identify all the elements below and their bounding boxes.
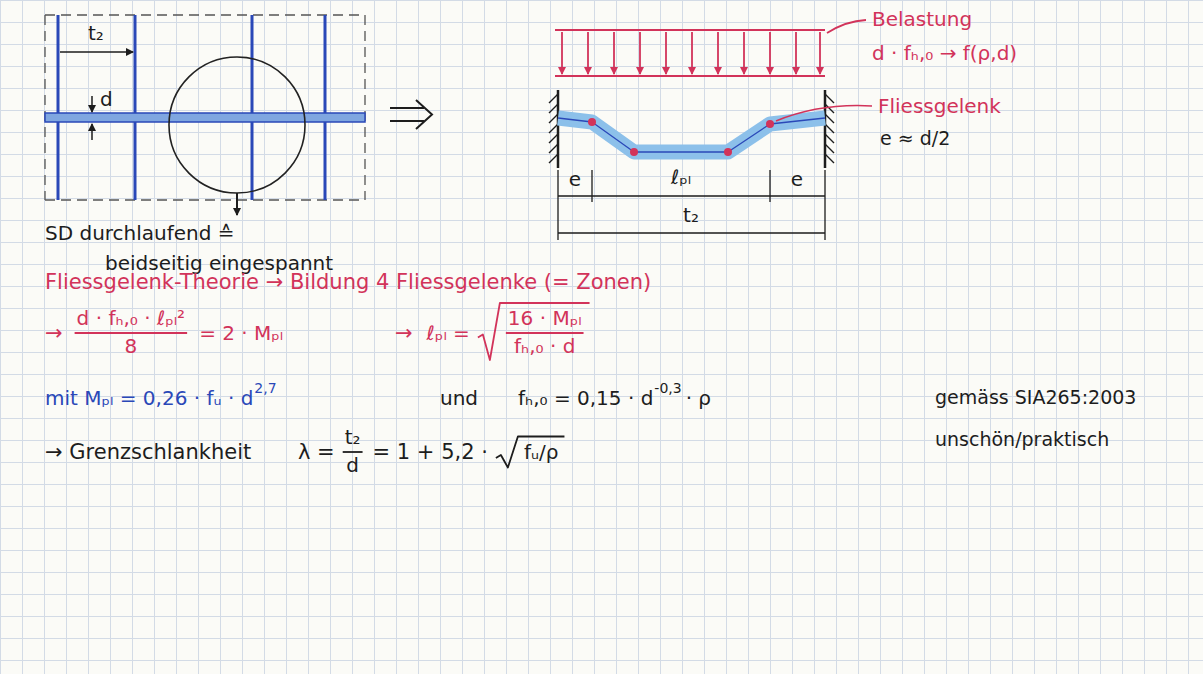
formula: λ = (298, 440, 335, 464)
yield-mechanism (558, 106, 872, 156)
formula: · ρ (686, 387, 711, 410)
formula: fₕ,₀ = 0,15 · d (518, 387, 653, 410)
exponent: 2,7 (254, 380, 276, 396)
formula: mit Mₚₗ = 0,26 · fᵤ · d (45, 387, 253, 410)
dimension-lines (558, 170, 825, 240)
dimension-label: t₂ (683, 204, 699, 227)
exponent: -0,3 (654, 380, 681, 396)
note: unschön/praktisch (935, 429, 1109, 451)
heading-note: Fliessgelenk-Theorie → Bildung 4 Fliessg… (45, 270, 651, 294)
formula: t₂ (345, 426, 361, 449)
dimension-label: d (100, 88, 113, 111)
dimension-label: t₂ (88, 22, 104, 45)
fraction-bar (343, 451, 363, 453)
root-sign (478, 303, 590, 360)
formula: fₕ,₀ · d (514, 335, 575, 358)
clamped-support (549, 90, 834, 168)
reference: gemäss SIA265:2003 (935, 387, 1136, 409)
dimension-label: e (569, 168, 581, 191)
formula: d (346, 454, 359, 477)
callout: Belastung (872, 8, 972, 31)
implies-arrow (390, 100, 432, 129)
dimension-label: ℓₚₗ (671, 166, 691, 189)
formula: e ≈ d/2 (880, 128, 950, 150)
fraction-bar (506, 332, 584, 334)
formula: fᵤ/ρ (524, 441, 559, 464)
formula: = 2 · Mₚₗ (199, 322, 283, 345)
formula: d · fₕ,₀ · ℓₚₗ² (77, 307, 186, 330)
formula: 8 (125, 335, 138, 358)
load-block (555, 20, 866, 76)
arrow-sign: → (45, 321, 63, 345)
formula: → Grenzschlankheit (45, 440, 251, 464)
formula: = 1 + 5,2 · (373, 440, 488, 464)
root-sign (496, 437, 565, 468)
callout: Fliessgelenk (878, 95, 1001, 118)
arrow-sign: → (395, 321, 413, 345)
formula: 16 · Mₚₗ (508, 307, 582, 330)
note: und (440, 387, 478, 410)
note: SD durchlaufend ≙ (45, 222, 235, 245)
fraction-bar (75, 332, 188, 334)
slab-sketch (45, 15, 365, 215)
dimension-label: e (791, 168, 803, 191)
formula: ℓₚₗ = (427, 322, 470, 345)
formula: d · fₕ,₀ → f(ρ,d) (872, 42, 1017, 65)
